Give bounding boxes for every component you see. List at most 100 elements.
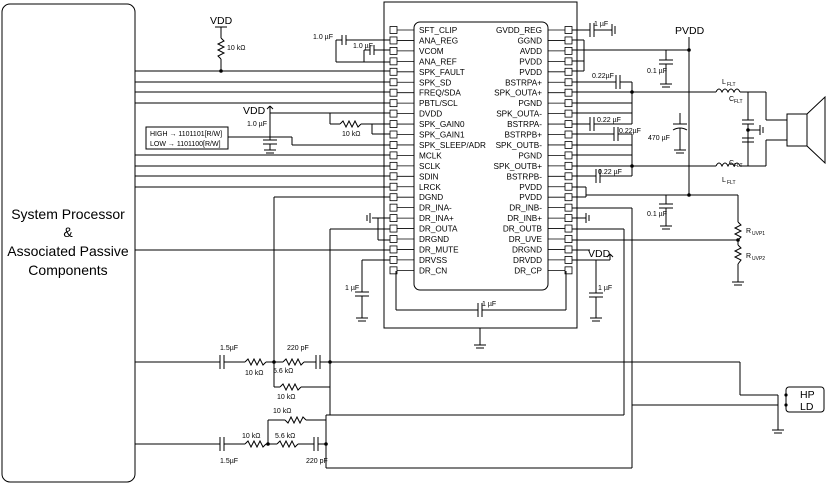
speaker-icon [786, 113, 808, 147]
processor-label-line4: Components [28, 262, 107, 278]
system-processor-block [1, 3, 136, 483]
pin-marker [389, 172, 398, 181]
pin-marker [564, 224, 573, 233]
i2c-address-note [145, 126, 229, 150]
pin-marker [564, 245, 573, 254]
pin-marker [389, 109, 398, 118]
left-pin-label: DRGND [419, 235, 449, 244]
r-uvp1-label: R [746, 228, 751, 235]
pin-marker [389, 78, 398, 87]
headphone-channel-b: 10 kΩ 10 kΩ 5.6 kΩ 1.5µF 220 pF [135, 362, 632, 469]
pin-marker [564, 255, 573, 264]
pin-marker [564, 47, 573, 55]
pvdd-label: PVDD [675, 25, 705, 37]
left-pin-label: DR_OUTA [419, 225, 458, 234]
left-pin-label: DR_CN [419, 266, 447, 275]
right-pin-label: PVDD [519, 57, 542, 66]
a-r-in-label: 10 kΩ [245, 370, 263, 377]
c-dvdd-label: 1.0 µF [247, 121, 267, 128]
output-filter: L FLT C FLT C FLT L FLT [715, 79, 826, 186]
c-drvss-label: 1 µF [345, 285, 359, 292]
pin-marker [564, 172, 573, 181]
left-pin-label: FREQ/SDA [419, 89, 461, 98]
right-pin-label: SPK_OUTA+ [494, 89, 542, 98]
left-pin-label: SDIN [419, 172, 439, 181]
pin-marker [564, 151, 573, 160]
c-pvdd-bot-label: 0.1 µF [647, 211, 667, 218]
c-anareg-label: 1.0 µF [313, 34, 333, 41]
pin-marker [389, 193, 398, 202]
c-bstrpb-m-label: 0.22 µF [598, 169, 622, 176]
chip-pins: SFT_CLIPANA_REGVCOMANA_REFSPK_FAULTSPK_S… [389, 26, 573, 275]
right-pin-label: DR_UVE [509, 235, 543, 244]
right-pin-label: PGND [518, 151, 542, 160]
pin-marker [389, 67, 398, 76]
c-drvdd-label: 1 µF [598, 285, 612, 292]
pin-marker [564, 26, 573, 34]
right-pin-label: SPK_OUTA- [496, 110, 542, 119]
pin-marker [564, 67, 573, 76]
amplifier-chip [413, 21, 549, 291]
pin-marker [389, 182, 398, 191]
pin-marker [564, 78, 573, 87]
l-bot-sub: FLT [727, 180, 736, 186]
processor-label-line3: Associated Passive [7, 243, 129, 259]
left-pin-label: SPK_GAIN1 [419, 131, 465, 140]
speaker-cone [806, 95, 826, 165]
left-pin-label: SPK_SLEEP/ADR [419, 141, 486, 150]
c-vcom-label: 1.0 µF [353, 43, 373, 50]
right-supply-network: 1 µF PVDD 0.1 µF 0.22µF 0.22 µF [572, 21, 716, 230]
left-pin-label: DR_INA- [419, 204, 452, 213]
r-gain-label: 10 kΩ [342, 131, 360, 138]
b-c-ff-label: 220 pF [306, 458, 328, 465]
left-pin-label: SCLK [419, 162, 441, 171]
pin-marker [389, 120, 398, 128]
vdd-pullup: VDD 10 kΩ [210, 15, 245, 73]
left-pin-label: DRVSS [419, 256, 448, 265]
pin-marker [389, 151, 398, 160]
address-high-note: HIGH → 1101101[R/W] [150, 131, 222, 138]
left-pin-label: LRCK [419, 183, 441, 192]
right-pin-label: GGND [517, 36, 542, 45]
right-pin-label: DRGND [512, 245, 542, 254]
pin-marker [564, 235, 573, 243]
left-pin-label: DR_MUTE [419, 245, 459, 254]
pin-marker [389, 36, 398, 45]
right-pin-label: DR_CP [514, 266, 542, 275]
pin-marker [389, 255, 398, 264]
left-pin-label: PBTL/SCL [419, 99, 458, 108]
pin-marker [389, 57, 398, 66]
headphone-channel-a: 1.5µF 10 kΩ 5.6 kΩ 220 pF 10 kΩ [135, 345, 740, 401]
pin-marker [389, 235, 398, 243]
left-pin-label: SFT_CLIP [419, 26, 458, 35]
a-r-fb-label: 10 kΩ [277, 394, 295, 401]
c-bstrpb-p-label: 0.22µF [619, 128, 641, 135]
b-r-fb-label: 10 kΩ [273, 408, 291, 415]
c-bstrpa-m-label: 0.22 µF [597, 117, 621, 124]
pin-marker [389, 130, 398, 139]
right-pin-label: SPK_OUTB- [496, 141, 543, 150]
pin-marker [564, 36, 573, 45]
a-c-ff-label: 220 pF [287, 345, 309, 352]
right-pin-label: AVDD [520, 47, 542, 56]
analog-ref-caps: 1.0 µF 1.0 µF [313, 34, 390, 63]
uvp-divider: R UVP1 R UVP2 [572, 194, 765, 286]
pin-marker [389, 203, 398, 212]
c-bot-sub: FLT [734, 163, 743, 169]
pin-marker [564, 161, 573, 170]
pin-marker [564, 141, 573, 149]
pin-marker [564, 203, 573, 212]
vdd-label-mid: VDD [243, 105, 266, 117]
pin-marker [389, 26, 398, 34]
headphone-jack-icon [785, 386, 825, 413]
a-r-mid-label: 5.6 kΩ [273, 368, 293, 375]
right-pin-label: SPK_OUTB+ [494, 162, 543, 171]
right-pin-label: GVDD_REG [496, 26, 542, 35]
r-pullup-label: 10 kΩ [227, 45, 245, 52]
right-pin-label: PVDD [519, 68, 542, 77]
headphone-jack: HP LD [631, 362, 825, 468]
c-gvdd-label: 1 µF [594, 21, 608, 28]
left-pin-label: SPK_SD [419, 78, 451, 87]
pin-marker [564, 99, 573, 108]
